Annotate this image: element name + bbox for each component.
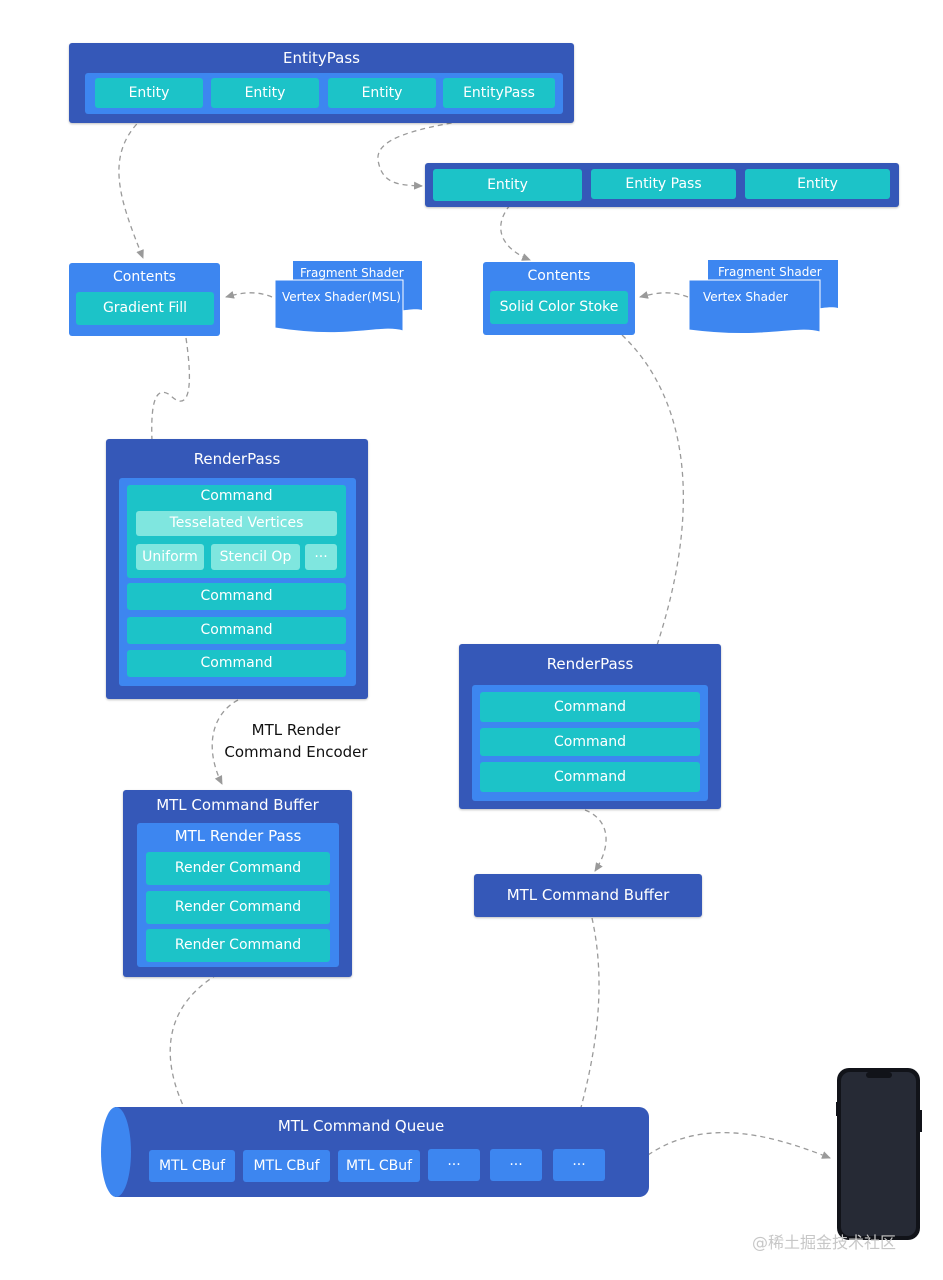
- command-box: Command: [480, 762, 700, 792]
- more-box: ···: [428, 1149, 480, 1181]
- arrow-right-renderpass-to-buffer: [584, 809, 607, 872]
- fragment-shader-label: Fragment Shader: [718, 265, 822, 279]
- shader-document-icon: [274, 261, 422, 334]
- command-title: Command: [200, 488, 273, 504]
- gradient-fill-box: Gradient Fill: [76, 292, 214, 325]
- render-command-box: Render Command: [146, 852, 330, 885]
- fragment-shader-label: Fragment Shader: [300, 266, 404, 280]
- arrow-entitypass-to-subpass: [377, 114, 506, 190]
- mtl-command-queue: MTL Command Queue MTL CBuf MTL CBuf MTL …: [101, 1107, 649, 1197]
- uniform-box: Uniform: [136, 544, 204, 570]
- watermark: @稀土掘金技术社区: [752, 1233, 897, 1252]
- command-box: Command: [127, 650, 346, 677]
- command-box: Command: [480, 728, 700, 756]
- stencil-op-box: Stencil Op: [211, 544, 300, 570]
- contents-right: Contents Solid Color Stoke: [483, 262, 635, 335]
- tesselated-vertices-box: Tesselated Vertices: [136, 511, 337, 536]
- render-pass-left: RenderPass Command Tesselated Vertices U…: [106, 439, 368, 699]
- encoder-label-line2: Command Encoder: [224, 743, 368, 761]
- phone-icon: [836, 1068, 922, 1240]
- render-pass-right: RenderPass Command Command Command: [459, 644, 721, 809]
- solid-color-stoke-box: Solid Color Stoke: [490, 291, 628, 324]
- entity-box: Entity: [95, 78, 203, 108]
- queue-title: MTL Command Queue: [277, 1117, 445, 1135]
- queue-end-cap: [101, 1107, 131, 1197]
- shader-document-icon: [688, 260, 838, 335]
- entity-box: Entity: [745, 169, 890, 199]
- more-box: ···: [553, 1149, 605, 1181]
- arrow-queue-to-device: [647, 1132, 831, 1159]
- arrow-right-buffer-to-queue: [568, 917, 600, 1147]
- arrow-vertexshader-to-gradient: [225, 290, 273, 299]
- render-pass-body: Command Command Command: [472, 685, 708, 801]
- arrow-entity-to-contents: [118, 111, 151, 259]
- arrow-buffer-to-cbuf: [169, 969, 226, 1148]
- entity-box: Entity: [328, 78, 436, 108]
- entity-pass-title: EntityPass: [283, 49, 360, 67]
- command-box: Command: [127, 617, 346, 644]
- render-command-box: Render Command: [146, 929, 330, 962]
- mtl-render-pass: MTL Render Pass Render Command Render Co…: [137, 823, 339, 967]
- more-box: ···: [305, 544, 337, 570]
- contents-title: Contents: [113, 269, 176, 285]
- mtl-render-pass-title: MTL Render Pass: [174, 827, 302, 845]
- mtl-command-buffer-right: MTL Command Buffer: [474, 874, 702, 917]
- encoder-label-line1: MTL Render: [251, 721, 341, 739]
- render-command-box: Render Command: [146, 891, 330, 924]
- more-box: ···: [490, 1149, 542, 1181]
- cbuf-box: MTL CBuf: [149, 1150, 235, 1182]
- arrow-renderpass-to-buffer: [211, 699, 239, 785]
- entitypass-box: EntityPass: [443, 78, 555, 108]
- arrow-solid-to-command: [621, 334, 684, 698]
- entity-pass-row: Entity Entity Entity EntityPass: [85, 73, 563, 114]
- command-box: Command: [127, 583, 346, 610]
- vertex-shader-label: Vertex Shader(MSL): [282, 290, 401, 304]
- contents-title: Contents: [527, 268, 591, 284]
- command-buffer-title: MTL Command Buffer: [506, 886, 670, 904]
- cbuf-box: MTL CBuf: [338, 1150, 420, 1182]
- command-expanded: Command Tesselated Vertices Uniform Sten…: [127, 485, 346, 578]
- entitypass-box: Entity Pass: [591, 169, 736, 199]
- render-pass-title: RenderPass: [193, 450, 281, 468]
- contents-left: Contents Gradient Fill: [69, 263, 220, 336]
- cbuf-box: MTL CBuf: [243, 1150, 330, 1182]
- render-pass-title: RenderPass: [546, 655, 634, 673]
- entity-box: Entity: [211, 78, 319, 108]
- entity-box: Entity: [433, 169, 582, 201]
- command-buffer-title: MTL Command Buffer: [156, 796, 319, 814]
- arrow-entity-to-right-contents: [500, 204, 531, 261]
- arrow-vertexshader-to-solid: [639, 291, 689, 299]
- entity-pass-top: EntityPass Entity Entity Entity EntityPa…: [69, 43, 574, 123]
- entity-pass-sub: Entity Entity Pass Entity: [425, 163, 899, 207]
- vertex-shader-label: Vertex Shader: [703, 290, 788, 304]
- render-pass-body: Command Tesselated Vertices Uniform Sten…: [119, 478, 356, 686]
- command-box: Command: [480, 692, 700, 722]
- mtl-command-buffer-left: MTL Command Buffer MTL Render Pass Rende…: [123, 790, 352, 977]
